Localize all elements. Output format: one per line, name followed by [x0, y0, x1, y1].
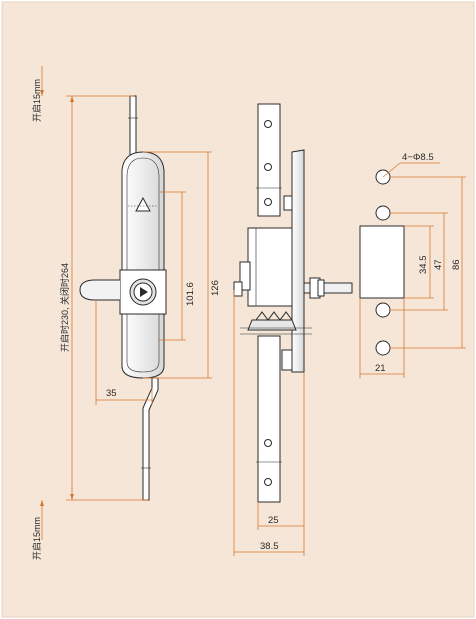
lower-hole-2: [264, 478, 272, 486]
rectangular-cutout: [359, 225, 405, 299]
hole-spec-leader: [382, 162, 401, 178]
direction-arrow-icon: [135, 196, 151, 212]
lower-hole-1: [264, 439, 272, 447]
bottom-crank-rod: [142, 377, 159, 501]
left-screw: [233, 281, 243, 297]
handle-side-profile: [291, 149, 305, 373]
label-body-length: 101.6: [185, 282, 196, 306]
left-bracket: [239, 261, 251, 291]
label-hole-spacing-inner: 47: [433, 259, 444, 270]
label-top-open-travel: 开启15mm: [31, 79, 42, 122]
dim-arrow-top: [70, 96, 74, 102]
label-depth-inner: 25: [268, 515, 279, 526]
handle-front-view: [40, 66, 212, 540]
upper-hole-1: [264, 120, 272, 128]
label-hole-spacing-outer: 86: [451, 259, 462, 270]
label-bottom-open-travel: 开启15mm: [31, 517, 42, 560]
label-cutout-width: 21: [375, 363, 386, 374]
handle-inner-edge: [126, 157, 160, 373]
label-depth-outer: 38.5: [260, 541, 279, 552]
lower-bar: [257, 335, 281, 503]
handle-body: [121, 151, 165, 379]
upper-hole-2: [264, 163, 272, 171]
dim-travel-top-arrow: [40, 90, 44, 96]
side-view: [233, 103, 353, 556]
mounting-cutout-view: [359, 162, 466, 378]
upper-hole-3: [264, 198, 272, 206]
top-rod: [129, 95, 137, 157]
mechanism-body: [247, 227, 293, 307]
label-overall-body: 126: [210, 280, 221, 296]
side-lever: [79, 279, 120, 301]
mount-hole-2: [375, 205, 391, 221]
label-hole-spec: 4−Φ8.5: [402, 152, 434, 163]
mount-hole-4: [375, 340, 391, 356]
label-cutout-height: 34.5: [418, 256, 429, 275]
cam-gear: [247, 319, 297, 331]
dim-travel-bottom-arrow: [40, 500, 44, 506]
handle-mount-top: [283, 195, 293, 211]
lock-housing: [119, 269, 167, 315]
lever-collar-2: [317, 279, 325, 297]
dim-arrow-bottom: [70, 494, 74, 500]
lock-arrow-icon: [140, 287, 148, 297]
label-total-length: 开启时230, 关闭时264: [59, 263, 70, 352]
label-handle-offset: 35: [106, 388, 117, 399]
lever-shaft: [303, 282, 353, 294]
lower-handle-mount: [281, 349, 293, 371]
mount-hole-3: [375, 302, 391, 318]
cam-teeth: [255, 311, 293, 321]
